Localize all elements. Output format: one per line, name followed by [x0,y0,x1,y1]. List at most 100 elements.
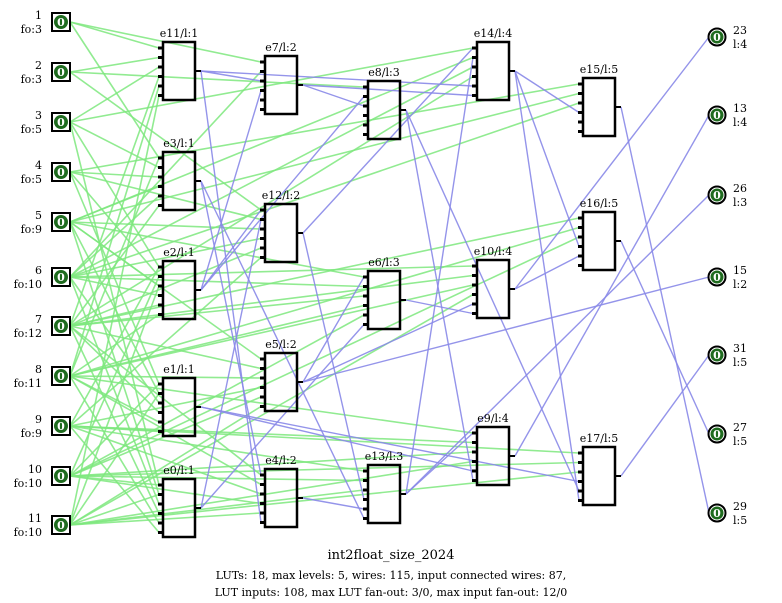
input-value: 0 [57,470,65,483]
lut-box [581,210,617,272]
output-id: 23 [733,24,747,37]
output-wire [302,276,710,383]
lut-wire [302,232,365,500]
lut-e16: e16/l:5 [578,197,621,272]
input-wire [69,83,580,173]
input-id: 8 [35,363,42,376]
lut-wire [200,70,262,82]
lut-box [366,269,402,331]
input-id: 9 [35,413,42,426]
input-wire [69,47,474,123]
input-value: 0 [57,16,65,29]
output-value-circle [710,108,724,122]
lut-label: e15/l:5 [580,63,618,76]
input-value-circle [54,215,68,229]
input-wire [69,247,262,327]
lut-wire [405,109,474,481]
lut-wire [200,406,580,483]
input-wire [69,512,262,526]
lut-box [263,202,299,264]
input-value: 0 [57,166,65,179]
input-value: 0 [57,66,65,79]
lut-label: e6/l:3 [368,256,399,269]
output-value: 0 [713,349,721,362]
lut-box [263,54,299,116]
lut-wire [200,219,262,509]
lut-e7: e7/l:2 [260,41,303,116]
lut-wire [302,497,365,510]
output-value-circle [710,427,724,441]
lut-box [161,259,197,321]
lut-label: e3/l:1 [163,137,194,150]
lut-box [161,376,197,438]
input-fanout: fo:10 [14,477,42,490]
lut-wire [200,96,365,291]
input-wire [69,295,365,327]
input-wire [69,66,474,278]
lut-e2: e2/l:1 [158,246,201,321]
input-value-circle [54,369,68,383]
input-fanout: fo:12 [14,327,42,340]
input-wire [69,102,580,278]
input-wire [69,425,580,454]
input-fanout: fo:11 [14,377,42,390]
lut-box [161,477,197,539]
lut-box [263,467,299,529]
lut-label: e13/l:3 [365,450,403,463]
input-wire [69,21,160,159]
lut-box [263,351,299,413]
lut-e14: e14/l:4 [472,27,515,102]
input-value-circle [54,65,68,79]
output-level: l:5 [733,435,747,448]
diagram-stats-line-1: LUTs: 18, max levels: 5, wires: 115, inp… [215,569,567,582]
input-wire [69,314,365,477]
lut-wire [200,406,474,472]
lut-e5: e5/l:2 [260,338,303,413]
input-wire [69,70,262,278]
output-value-circle [710,270,724,284]
output-value: 0 [713,31,721,44]
input-wire [69,121,160,268]
input-wire [69,285,160,526]
input-wire [69,76,160,327]
lut-e4: e4/l:2 [260,454,303,529]
lut-e13: e13/l:3 [363,450,406,525]
lut-wire [200,90,262,291]
output-level: l:2 [733,278,747,291]
lut-wire [302,303,474,383]
input-wire [69,475,365,482]
output-level: l:4 [733,116,747,129]
lut-wire [514,255,580,290]
input-wire [69,85,160,377]
lut-wire [514,70,580,501]
input-wire [69,221,365,278]
output-value: 0 [713,271,721,284]
input-wire [69,221,262,360]
input-value-circle [54,518,68,532]
lut-box [581,76,617,138]
lut-e10: e10/l:4 [472,245,515,320]
input-value: 0 [57,420,65,433]
nodes-layer: 01fo:302fo:303fo:504fo:505fo:906fo:1007f… [14,9,748,539]
lut-box [161,150,197,212]
lut-label: e5/l:2 [265,338,296,351]
input-wire [69,460,474,526]
input-id: 10 [28,463,42,476]
input-wire [69,383,160,477]
input-fanout: fo:10 [14,526,42,539]
lut-e6: e6/l:3 [363,256,406,331]
input-fanout: fo:9 [21,223,42,236]
input-wire [69,265,474,278]
input-fanout: fo:3 [21,73,42,86]
input-id: 4 [35,159,42,172]
lut-label: e2/l:1 [163,246,194,259]
input-wire [69,475,262,505]
network-canvas: 01fo:302fo:303fo:504fo:505fo:906fo:1007f… [14,9,748,539]
